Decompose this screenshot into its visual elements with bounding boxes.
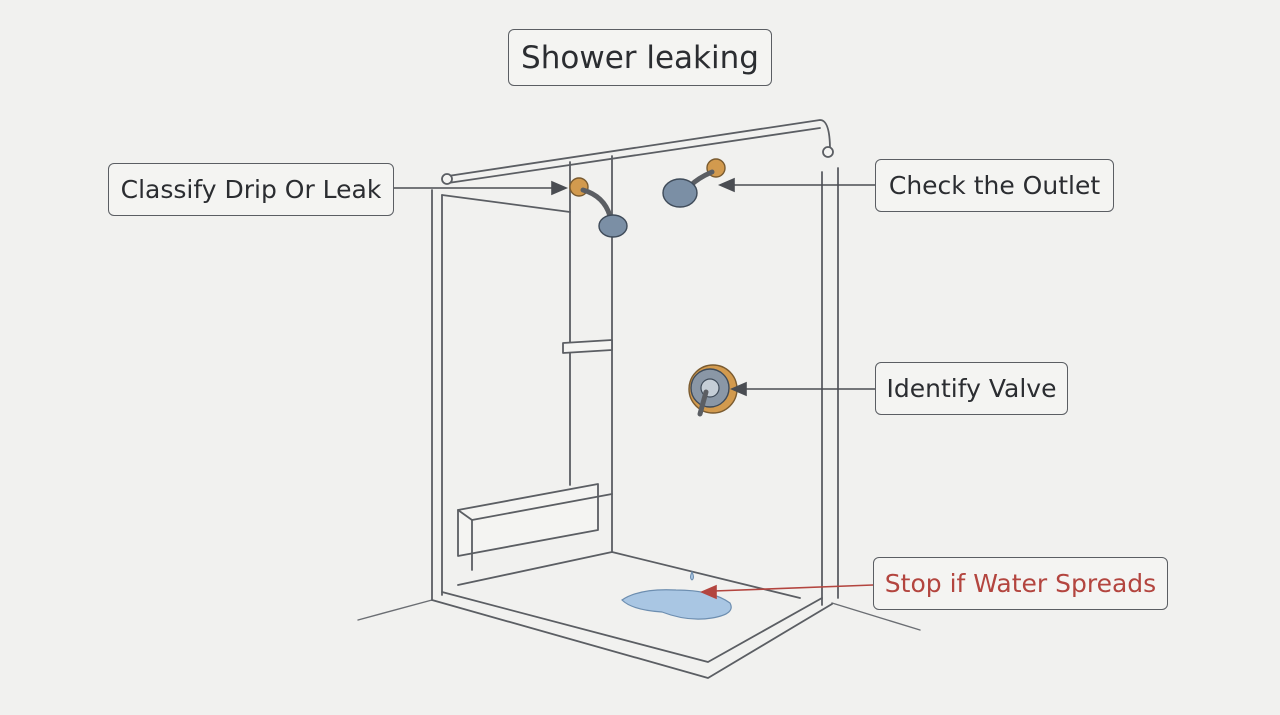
shower-enclosure xyxy=(431,119,839,679)
water-puddle-icon xyxy=(621,570,732,620)
valve-handle-icon xyxy=(688,364,738,417)
connector-arrows xyxy=(394,177,875,397)
floor-lines xyxy=(357,599,921,631)
callout-stop-if-water-spreads: Stop if Water Spreads xyxy=(873,557,1168,610)
callout-identify-valve: Identify Valve xyxy=(875,362,1068,415)
warning-arrow xyxy=(699,584,874,600)
callout-check-outlet: Check the Outlet xyxy=(875,159,1114,212)
diagram-title: Shower leaking xyxy=(508,29,772,86)
showerhead-right-icon xyxy=(662,158,726,208)
callout-classify-drip-or-leak: Classify Drip Or Leak xyxy=(108,163,394,216)
showerhead-left-icon xyxy=(569,177,628,238)
